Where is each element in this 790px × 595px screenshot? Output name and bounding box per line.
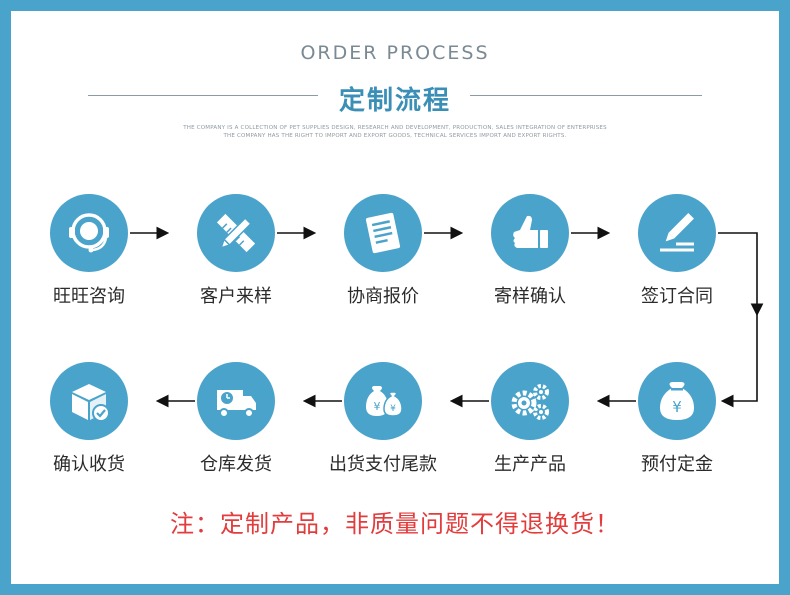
delivery-truck-icon bbox=[217, 390, 256, 418]
title-divider-right bbox=[470, 95, 702, 96]
svg-text:¥: ¥ bbox=[390, 404, 396, 414]
step-ship-final-payment: ¥ ¥ 出货支付尾款 bbox=[318, 362, 448, 476]
step-produce-product: 生产产品 bbox=[465, 362, 595, 476]
package-check-icon bbox=[72, 384, 110, 422]
step-circle bbox=[638, 194, 716, 272]
title-divider-left bbox=[88, 95, 318, 96]
step-label: 协商报价 bbox=[347, 286, 419, 307]
design-tools-icon bbox=[216, 213, 256, 253]
step-label: 旺旺咨询 bbox=[53, 286, 125, 307]
title-english: ORDER PROCESS bbox=[300, 42, 490, 64]
custom-product-notice: 注：定制产品，非质量问题不得退换货！ bbox=[170, 510, 620, 538]
step-circle: ¥ bbox=[638, 362, 716, 440]
step-circle bbox=[197, 362, 275, 440]
step-circle bbox=[491, 194, 569, 272]
step-sample-confirm: 寄样确认 bbox=[465, 194, 595, 308]
step-sign-contract: 签订合同 bbox=[612, 194, 742, 308]
step-label: 预付定金 bbox=[641, 454, 713, 475]
step-label: 仓库发货 bbox=[200, 454, 272, 475]
money-bags-icon: ¥ ¥ bbox=[366, 386, 403, 417]
step-label: 签订合同 bbox=[641, 286, 713, 307]
headset-icon bbox=[69, 213, 109, 253]
step-negotiate-quote: 协商报价 bbox=[318, 194, 448, 308]
step-label: 客户来样 bbox=[200, 286, 272, 307]
svg-text:¥: ¥ bbox=[374, 400, 381, 413]
step-label: 生产产品 bbox=[494, 454, 566, 475]
pen-sign-icon bbox=[660, 213, 694, 252]
step-label: 出货支付尾款 bbox=[329, 454, 437, 475]
step-circle: ¥ ¥ bbox=[344, 362, 422, 440]
step-circle bbox=[491, 362, 569, 440]
thumbs-up-icon bbox=[513, 215, 548, 248]
step-customer-sample: 客户来样 bbox=[171, 194, 301, 308]
step-label: 寄样确认 bbox=[494, 286, 566, 307]
step-label: 确认收货 bbox=[53, 454, 125, 475]
step-circle bbox=[197, 194, 275, 272]
step-circle bbox=[344, 194, 422, 272]
step-circle bbox=[50, 362, 128, 440]
step-warehouse-ship: 仓库发货 bbox=[171, 362, 301, 476]
document-icon bbox=[365, 212, 401, 254]
title-chinese: 定制流程 bbox=[338, 86, 451, 116]
svg-text:¥: ¥ bbox=[672, 398, 682, 416]
gears-icon bbox=[511, 384, 549, 420]
step-wangwang-consult: 旺旺咨询 bbox=[24, 194, 154, 308]
company-subline-1: THE COMPANY IS A COLLECTION OF PET SUPPL… bbox=[183, 125, 607, 131]
company-subline-2: THE COMPANY HAS THE RIGHT TO IMPORT AND … bbox=[223, 133, 567, 139]
step-confirm-receipt: 确认收货 bbox=[24, 362, 154, 476]
step-circle bbox=[50, 194, 128, 272]
money-bag-icon: ¥ bbox=[660, 382, 694, 420]
step-advance-deposit: ¥ 预付定金 bbox=[612, 362, 742, 476]
